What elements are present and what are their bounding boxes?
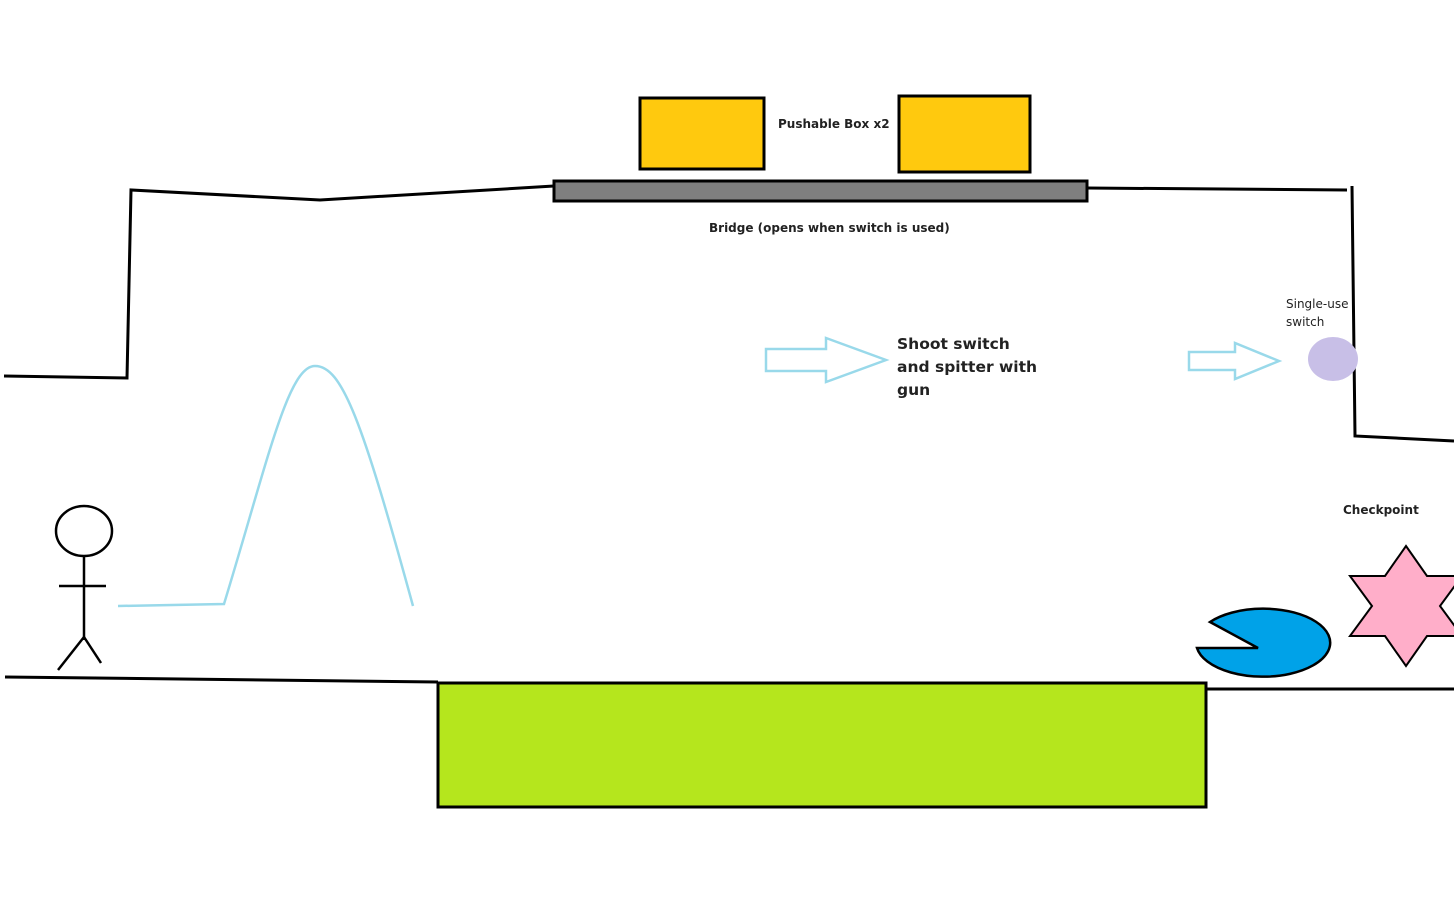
green-zone: [436, 681, 1208, 809]
ground-line: [4, 675, 439, 684]
upper-wall-line-right: [1086, 186, 1348, 192]
shoot-instruction-label: Shoot switch and spitter with gun: [897, 335, 1038, 399]
bridge: [552, 179, 1089, 203]
pushable-box-right: [897, 94, 1032, 174]
jump-arc: [117, 364, 415, 608]
arrow-right-icon: [1187, 341, 1283, 381]
upper-wall-line: [3, 184, 555, 380]
right-wall-line: [1350, 185, 1454, 443]
pushable-box-label: Pushable Box x2: [778, 117, 890, 131]
pushable-box-left: [638, 96, 766, 171]
arrow-right-icon: [764, 336, 890, 384]
checkpoint-star-icon: [1348, 544, 1454, 668]
spitter-enemy-icon: [1195, 607, 1332, 678]
switch-label: Single-use switch: [1286, 297, 1349, 329]
bridge-label: Bridge (opens when switch is used): [709, 221, 950, 235]
player-stick-figure-icon: [54, 504, 114, 671]
switch-icon: [1308, 337, 1358, 381]
checkpoint-label: Checkpoint: [1343, 503, 1419, 517]
